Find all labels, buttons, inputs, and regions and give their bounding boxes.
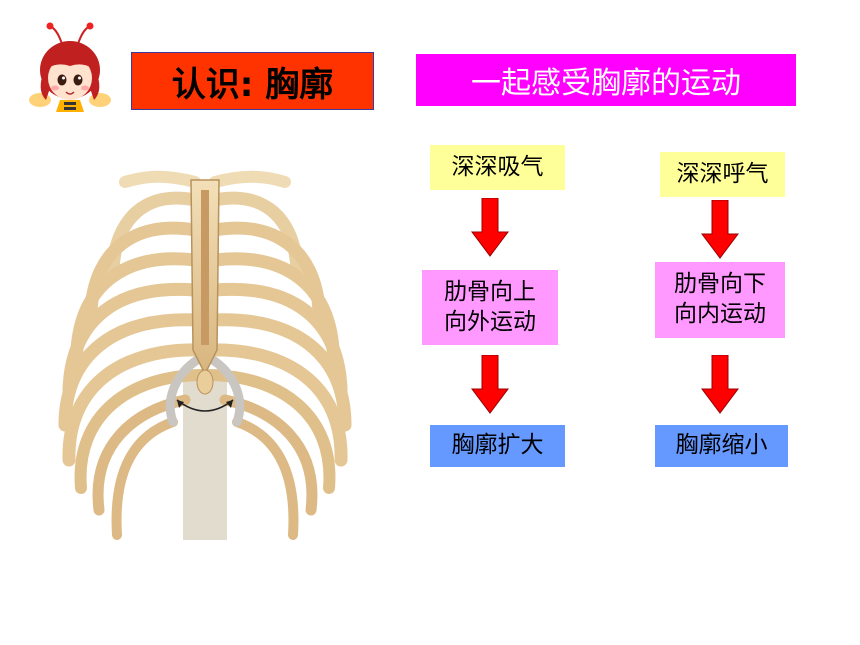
exhale-result: 胸廓缩小	[655, 425, 788, 467]
inhale-result: 胸廓扩大	[430, 425, 565, 467]
exhale-rib-movement: 肋骨向下 向内运动	[655, 262, 785, 338]
inhale-rib-line2: 向外运动	[444, 308, 536, 335]
inhale-step-label: 深深吸气	[451, 153, 544, 180]
exhale-step-deep-breath-out: 深深呼气	[660, 152, 785, 197]
cartoon-girl-icon	[29, 22, 111, 112]
exhale-rib-line2: 向内运动	[674, 301, 766, 327]
inhale-rib-movement: 肋骨向上 向外运动	[422, 270, 558, 345]
down-arrow-icon	[701, 355, 739, 414]
down-arrow-icon	[471, 355, 509, 414]
page-title: 认识: 胸廓	[131, 52, 374, 110]
exhale-step-label: 深深呼气	[676, 160, 769, 187]
inhale-result-label: 胸廓扩大	[451, 432, 544, 459]
exhale-rib-line1: 肋骨向下	[674, 271, 766, 298]
down-arrow-icon	[701, 200, 739, 259]
page-subtitle: 一起感受胸廓的运动	[416, 54, 796, 106]
inhale-step-deep-breath-in: 深深吸气	[430, 145, 565, 190]
exhale-result-label: 胸廓缩小	[675, 432, 768, 459]
down-arrow-icon	[471, 198, 509, 257]
ribcage-illustration	[58, 170, 352, 540]
inhale-rib-line1: 肋骨向上	[444, 278, 536, 305]
